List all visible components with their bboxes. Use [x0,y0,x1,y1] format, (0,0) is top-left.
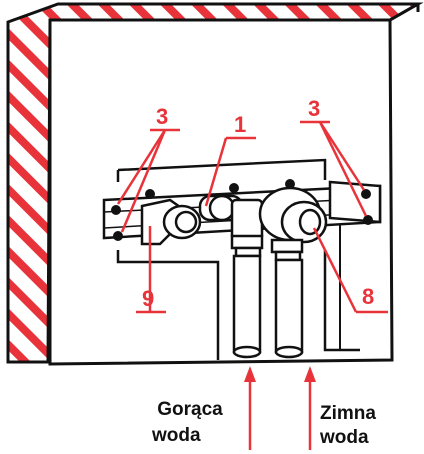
callout-8: 8 [362,284,375,309]
callout-leaders [116,120,388,314]
hot-water-valve [140,198,202,246]
cold-water-arrow [304,366,316,450]
mounting-screws [111,179,373,241]
pipe-fittings [230,234,304,262]
callout-3-right: 3 [308,96,321,121]
cold-water-label: Zimna woda [320,404,400,448]
callout-9: 9 [142,286,155,311]
supply-pipes [232,254,304,359]
hot-water-label-line1: Gorąca [157,399,223,420]
cold-water-label-line2: woda [320,426,369,448]
callout-1: 1 [234,112,247,137]
mixer-body [198,194,264,242]
wall-recess-outline [116,250,220,360]
hot-water-arrow [244,366,256,450]
wall-front-face [48,18,394,366]
cold-water-label-line1: Zimna [320,403,376,424]
hot-water-label: Gorąca woda [150,400,230,446]
cold-water-valve [258,186,328,244]
callout-3-left: 3 [156,104,169,129]
hot-water-label-line2: woda [152,424,201,446]
